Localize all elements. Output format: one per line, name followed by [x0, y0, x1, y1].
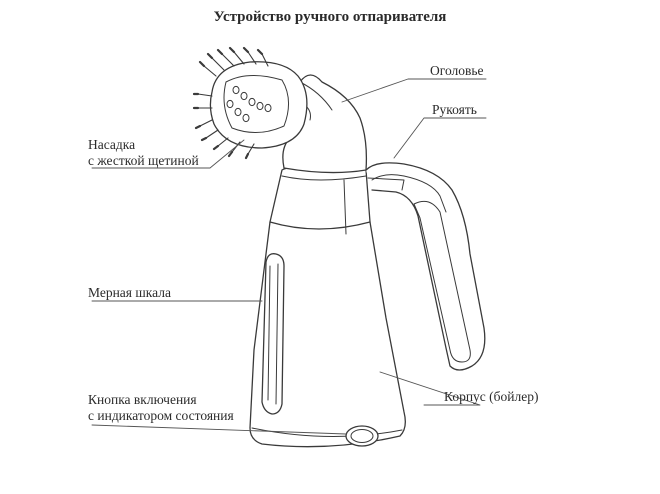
leader-handle	[393, 117, 487, 159]
leader-body	[379, 371, 481, 406]
brush-attachment	[192, 46, 308, 160]
power-button	[345, 425, 379, 447]
label-brush-line2: с жесткой щетиной	[88, 153, 199, 168]
label-head: Оголовье	[430, 63, 484, 78]
leader-brush	[91, 139, 245, 169]
leader-head	[341, 78, 487, 103]
label-button-line2: с индикатором состояния	[88, 408, 234, 423]
diagram-title: Устройство ручного отпаривателя	[213, 9, 447, 25]
label-handle: Рукоять	[432, 102, 477, 117]
label-button-line1: Кнопка включения	[88, 392, 197, 407]
label-scale: Мерная шкала	[88, 285, 171, 300]
leader-button	[91, 424, 347, 435]
handle	[365, 162, 486, 371]
measuring-scale	[261, 253, 285, 415]
leader-lines	[91, 78, 487, 435]
label-brush-line1: Насадка	[88, 137, 136, 152]
boiler-body	[249, 165, 406, 448]
label-body: Корпус (бойлер)	[444, 389, 539, 404]
